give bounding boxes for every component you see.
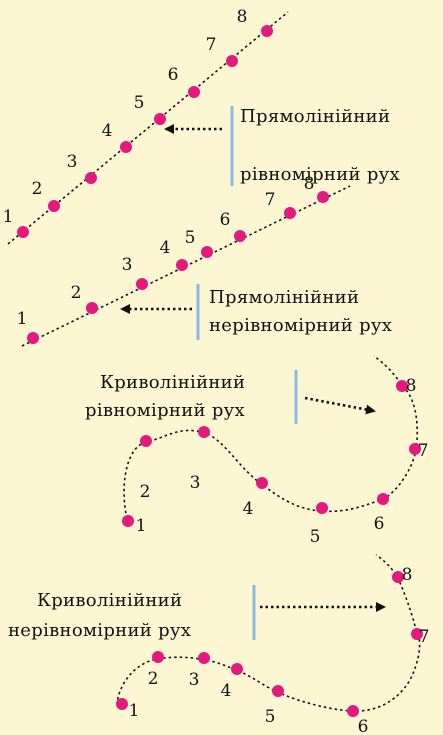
point-label-2: 2	[148, 669, 159, 689]
point-6	[377, 493, 389, 505]
point-6	[234, 230, 246, 242]
point-label-7: 7	[265, 190, 276, 210]
point-label-3: 3	[190, 473, 201, 493]
panel-uniform-curved: 1 2 3 4 5 6 7 8 Криволінійний рівномірний рух	[85, 355, 428, 547]
point-4	[120, 141, 132, 153]
caption-line-1: Криволінійний	[37, 590, 182, 611]
point-label-6: 6	[374, 514, 385, 534]
point-label-4: 4	[243, 499, 254, 519]
point-label-7: 7	[419, 627, 430, 647]
caption-line-2: нерівномірний рух	[209, 315, 392, 336]
point-4	[256, 477, 268, 489]
point-8	[317, 191, 329, 203]
point-8	[392, 571, 404, 583]
point-6	[188, 86, 200, 98]
point-3	[198, 652, 210, 664]
trajectory-4	[116, 554, 421, 712]
point-label-8: 8	[402, 565, 413, 585]
point-1	[27, 332, 39, 344]
point-label-7: 7	[206, 35, 217, 55]
point-label-5: 5	[185, 228, 196, 248]
point-label-7: 7	[418, 441, 429, 461]
point-label-2: 2	[140, 482, 151, 502]
point-label-1: 1	[3, 207, 14, 227]
point-label-3: 3	[189, 670, 200, 690]
point-3	[136, 278, 148, 290]
point-label-8: 8	[406, 376, 417, 396]
point-3	[85, 172, 97, 184]
point-2	[86, 302, 98, 314]
arrow-3	[304, 396, 376, 415]
point-2	[152, 651, 164, 663]
point-7	[411, 628, 423, 640]
caption-line-1: Криволінійний	[100, 372, 245, 393]
point-label-6: 6	[168, 65, 179, 85]
point-2	[140, 435, 152, 447]
panel-nonuniform-curved: 12 3 4 5 6 7 8 Криволінійний нерівномірний рух	[8, 554, 429, 735]
point-label-5: 5	[310, 527, 321, 547]
point-label-1: 1	[129, 701, 140, 721]
point-label-2: 2	[71, 283, 82, 303]
point-label-5: 5	[265, 707, 276, 727]
point-6	[347, 705, 359, 717]
caption-line-2: нерівномірний рух	[8, 620, 191, 641]
caption-line-2: рівномірний рух	[240, 164, 400, 185]
point-label-1: 1	[136, 516, 147, 536]
point-label-2: 2	[32, 179, 43, 199]
point-5	[272, 685, 284, 697]
point-1	[122, 515, 134, 527]
caption-line-2: рівномірний рух	[85, 400, 245, 421]
point-5	[316, 502, 328, 514]
point-8	[261, 25, 273, 37]
point-8	[396, 380, 408, 392]
trajectory-3	[123, 355, 419, 525]
point-4	[176, 259, 188, 271]
point-label-6: 6	[358, 717, 369, 735]
point-2	[48, 200, 60, 212]
point-label-3: 3	[122, 255, 133, 275]
point-1	[17, 226, 29, 238]
point-1	[116, 698, 128, 710]
point-7	[284, 207, 296, 219]
points-3: 1 2 3 4 5 6 7 8	[122, 376, 428, 547]
point-label-6: 6	[220, 210, 231, 230]
point-label-8: 8	[304, 174, 315, 194]
caption-line-1: Прямолінійний	[209, 287, 359, 308]
point-5	[154, 113, 166, 125]
point-7	[226, 55, 238, 67]
caption-line-1: Прямолінійний	[240, 106, 390, 127]
point-label-1: 1	[17, 309, 28, 329]
point-3	[198, 426, 210, 438]
point-label-8: 8	[237, 7, 248, 27]
point-label-4: 4	[221, 681, 232, 701]
point-label-5: 5	[134, 93, 145, 113]
point-7	[409, 443, 421, 455]
points-4: 12 3 4 5 6 7 8	[116, 565, 429, 735]
point-label-4: 4	[160, 238, 171, 258]
point-4	[231, 663, 243, 675]
point-label-4: 4	[102, 121, 113, 141]
point-label-3: 3	[67, 152, 78, 172]
point-5	[201, 246, 213, 258]
